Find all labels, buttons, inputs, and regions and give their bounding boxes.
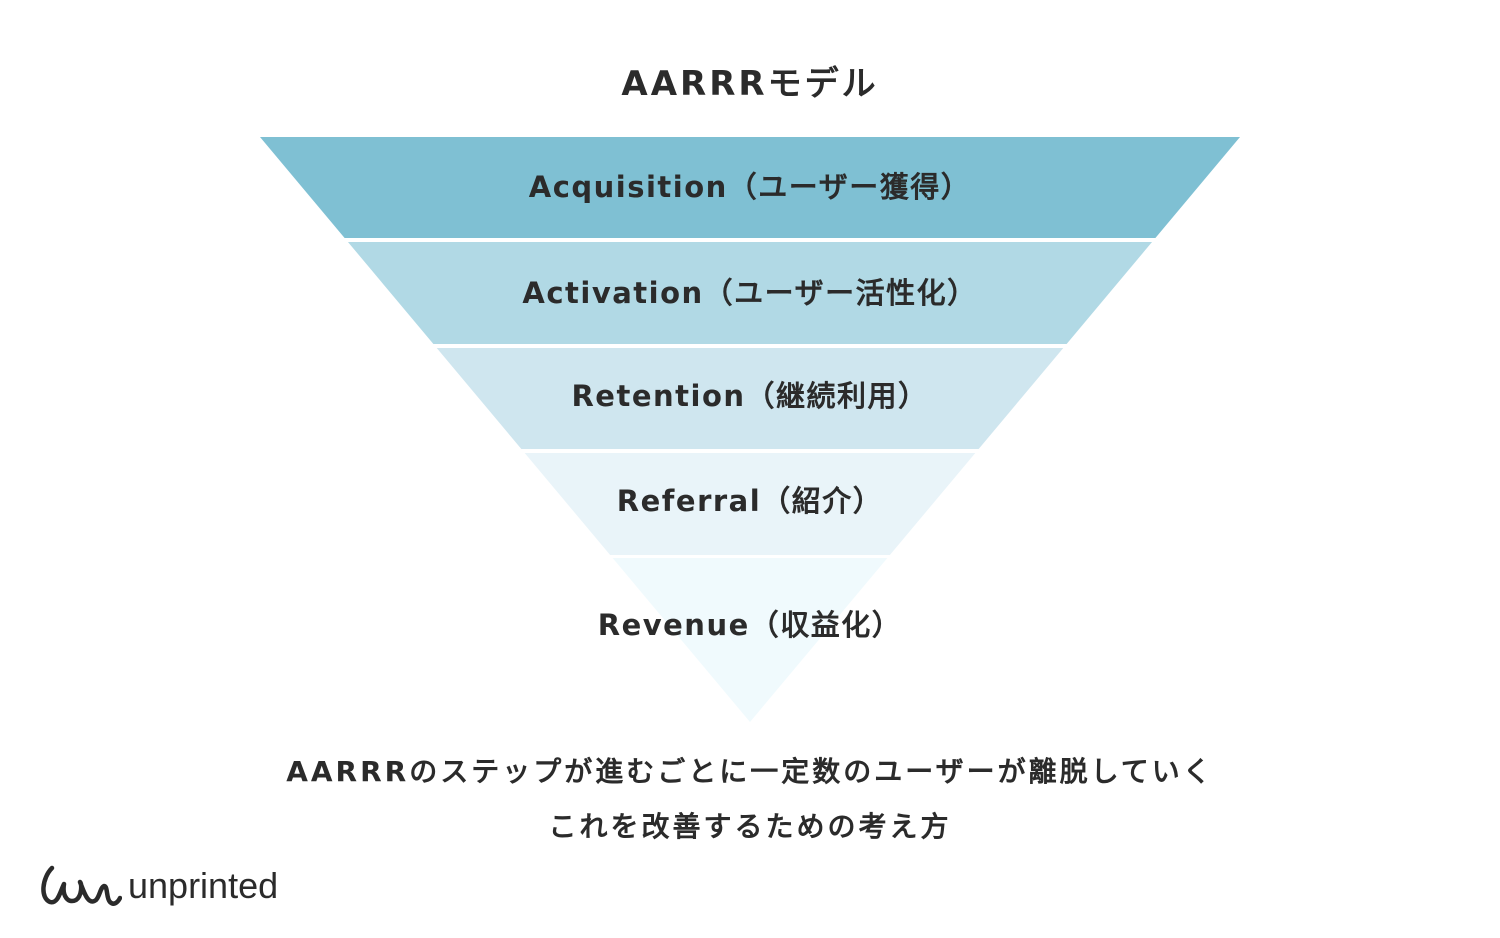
funnel-stage-3 [436, 348, 1064, 449]
diagram-title: AARRRモデル [621, 64, 879, 104]
unprinted-logo: unprinted [38, 862, 278, 910]
funnel-stage-5 [612, 558, 888, 722]
logo-mark-icon [41, 865, 122, 906]
logo-text: unprinted [128, 865, 279, 906]
funnel-stage-label: Retention（継続利用） [571, 379, 928, 413]
funnel-stage-label: Referral（紹介） [617, 484, 883, 518]
caption-line-2: これを改善するための考え方 [548, 810, 952, 843]
caption-line-1: AARRRのステップが進むごとに一定数のユーザーが離脱していく [286, 755, 1214, 788]
funnel-stage-2 [347, 242, 1153, 344]
funnel-stage-1 [260, 137, 1240, 238]
funnel-stage-4 [524, 453, 976, 555]
funnel-stage-label: Acquisition（ユーザー獲得） [529, 170, 971, 204]
funnel-stage-label: Revenue（収益化） [598, 608, 903, 642]
funnel-stage-label: Activation（ユーザー活性化） [522, 276, 977, 310]
